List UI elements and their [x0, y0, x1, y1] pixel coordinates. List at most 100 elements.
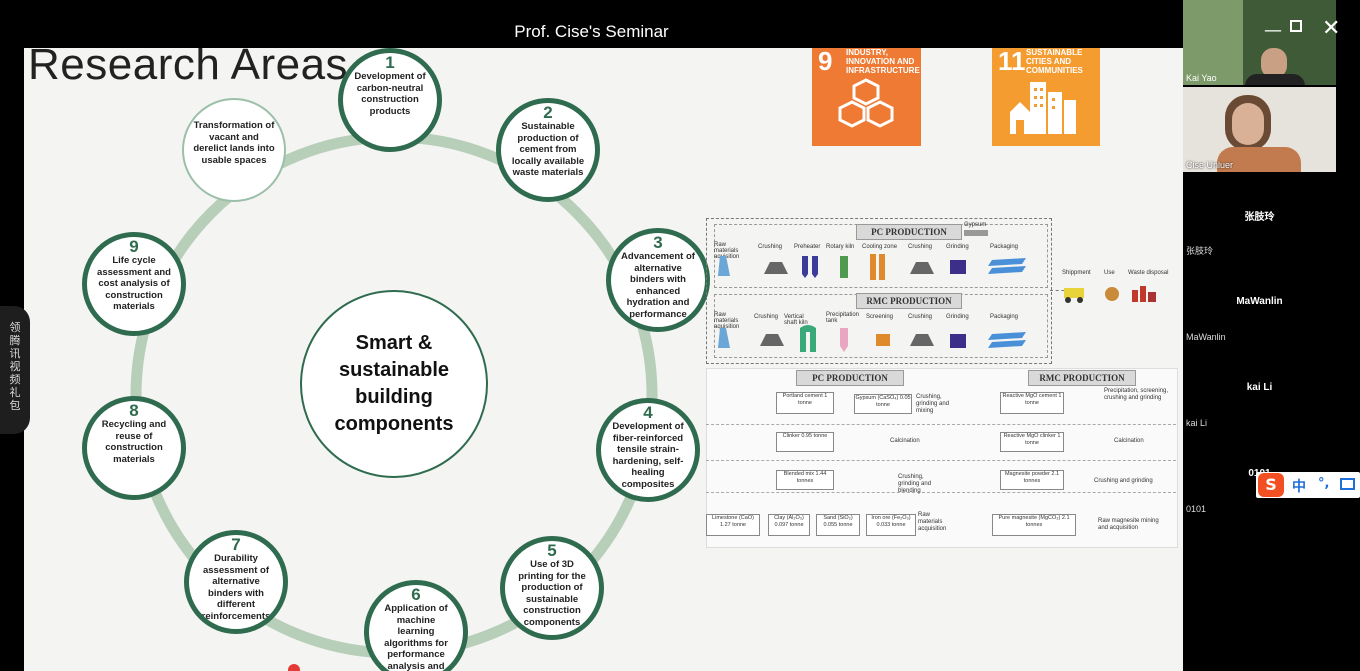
- video-background: [1243, 0, 1336, 85]
- ime-toolbar[interactable]: S 中 °,: [1256, 472, 1360, 498]
- research-area-1: 1 Development of carbon-neutral construc…: [338, 48, 442, 152]
- pc-step-label: Cooling zone: [862, 244, 898, 250]
- pc-stage-label: Calcination: [890, 438, 920, 444]
- lca-diagram: PC PRODUCTION RMC PRODUCTION Portland ce…: [706, 366, 1182, 550]
- participant-name: 0101: [1186, 504, 1207, 514]
- sdg-9-tile: 9 INDUSTRY, INNOVATION AND INFRASTRUCTUR…: [812, 48, 921, 146]
- shared-slide: Research Areas Smart & sustainable build…: [24, 48, 1183, 671]
- rmc-step-label: Packaging: [990, 314, 1019, 320]
- area-number: 4: [643, 403, 653, 422]
- research-area-4: 4 Development of fiber-reinforced tensil…: [596, 398, 700, 502]
- pc-step-label: Packaging: [990, 244, 1019, 250]
- ime-logo-icon[interactable]: S: [1258, 473, 1284, 497]
- keyboard-icon[interactable]: [1340, 478, 1355, 490]
- pc-step-label: Preheater: [794, 244, 821, 250]
- area-text: Application of machine learning algorith…: [384, 603, 448, 671]
- research-area-2: 2 Sustainable production of cement from …: [496, 98, 600, 202]
- flow-frame: [706, 218, 1052, 364]
- research-area-7: 7 Durability assessment of alternative b…: [184, 530, 288, 634]
- participant-tile[interactable]: MaWanlin MaWanlin: [1183, 284, 1336, 370]
- participant-display-name: 张肢玲: [1244, 212, 1275, 223]
- slide-title: Research Areas: [28, 48, 349, 89]
- restore-icon[interactable]: [1290, 20, 1302, 32]
- rmc-step-label: Raw materials aquisition: [714, 312, 740, 330]
- research-area-6: 6 Application of machine learning algori…: [364, 580, 468, 671]
- participant-display-name: MaWanlin: [1236, 296, 1283, 307]
- pc-raw-box: Iron ore (Fe₂O₃) 0.033 tonne: [866, 514, 916, 536]
- rmc-step-label: Grinding: [946, 314, 969, 320]
- area-text: Transformation of vacant and derelict la…: [193, 120, 275, 166]
- area-number: 9: [129, 237, 139, 256]
- flow-pc-title: PC PRODUCTION: [856, 224, 962, 240]
- area-text: Recycling and reuse of construction mate…: [101, 419, 167, 465]
- gypsum-icon: [964, 230, 988, 236]
- pc-gypsum-box: Gypsum (CaSO₄) 0.05 tonne: [854, 394, 912, 414]
- close-icon[interactable]: ✕: [1322, 16, 1341, 41]
- rmc-powder-box: Magnesite powder 2.1 tonnes: [1000, 470, 1064, 490]
- gypsum-label: Gypsum: [964, 222, 987, 228]
- cubes-icon: [838, 78, 894, 128]
- rmc-step-label: Precipitation tank: [826, 312, 860, 324]
- rmc-stage-label: Crushing and grinding: [1094, 478, 1153, 484]
- rmc-clinker-box: Reactive MgO clinker 1 tonne: [1000, 432, 1064, 452]
- flow-connector: [1050, 290, 1070, 291]
- area-number: 2: [543, 103, 553, 122]
- ime-punct-toggle[interactable]: °,: [1318, 476, 1330, 491]
- research-area-8: 8 Recycling and reuse of construction ma…: [82, 396, 186, 500]
- area-number: 7: [231, 535, 241, 554]
- pc-blended-box: Blended mix 1.44 tonnes: [776, 470, 834, 490]
- pc-process-icons: [718, 254, 1026, 280]
- video-background: [1183, 0, 1243, 85]
- center-circle: Smart & sustainable building components: [300, 290, 488, 478]
- person-body: [1217, 147, 1301, 172]
- participant-tile[interactable]: kai Li kai Li: [1183, 370, 1336, 456]
- city-buildings-icon: [1010, 82, 1076, 134]
- sdg-number: 11: [998, 48, 1026, 76]
- participant-name: Cise Unluer: [1186, 160, 1234, 170]
- lifecycle-end-icons: [1064, 286, 1156, 303]
- ime-mode-toggle[interactable]: 中: [1292, 479, 1306, 495]
- sdg-number: 9: [818, 48, 833, 76]
- video-tile-cise-unluer[interactable]: Cise Unluer: [1183, 87, 1336, 172]
- production-flow-diagram: PC PRODUCTION RMC PRODUCTION Gypsum Raw …: [706, 218, 1169, 366]
- video-tile-kai-yao[interactable]: Kai Yao: [1183, 0, 1336, 85]
- rmc-step-label: Vertical shaft kiln: [784, 314, 808, 326]
- area-text: Advancement of alternative binders with …: [621, 251, 695, 320]
- minimize-icon[interactable]: —: [1264, 20, 1282, 41]
- person-body: [1245, 74, 1305, 85]
- meeting-title: Prof. Cise's Seminar: [514, 22, 669, 41]
- participant-tile[interactable]: 张肢玲 张肢玲: [1183, 196, 1336, 282]
- person-face: [1261, 48, 1287, 78]
- participant-display-name: kai Li: [1246, 382, 1273, 393]
- rmc-stage-label: Calcination: [1114, 438, 1144, 444]
- pc-stage-label: Raw materials acquisition: [918, 512, 947, 532]
- research-area-3: 3 Advancement of alternative binders wit…: [606, 228, 710, 332]
- end-step-label: Use: [1104, 270, 1115, 276]
- person-face: [1232, 103, 1264, 145]
- rmc-step-label: Crushing: [908, 314, 933, 320]
- pc-step-label: Grinding: [946, 244, 969, 250]
- sdg-11-tile: 11 SUSTAINABLE CITIES AND COMMUNITIES: [992, 48, 1100, 146]
- area-number: 3: [653, 233, 663, 252]
- lca-divider: [706, 424, 1176, 425]
- flow-rmc-title: RMC PRODUCTION: [856, 293, 962, 309]
- rmc-cement-box: Reactive MgO cement 1 tonne: [1000, 392, 1064, 414]
- rmc-step-label: Screening: [866, 314, 894, 320]
- lca-divider: [706, 460, 1176, 461]
- sdg-text: INDUSTRY, INNOVATION AND INFRASTRUCTURE: [846, 48, 920, 75]
- sdg-text: SUSTAINABLE CITIES AND COMMUNITIES: [1026, 48, 1083, 75]
- center-text: Smart & sustainable building components: [334, 332, 454, 435]
- research-area-10: Transformation of vacant and derelict la…: [182, 98, 286, 202]
- area-text: Sustainable production of cement from lo…: [511, 121, 585, 178]
- end-step-label: Waste disposal: [1128, 270, 1169, 276]
- pc-stage-label: Crushing, grinding and blending: [898, 474, 932, 494]
- participant-name: MaWanlin: [1186, 332, 1226, 342]
- pc-step-label: Raw materials aquisition: [714, 242, 740, 260]
- side-promo-tab[interactable]: 领腾讯视频礼包: [0, 306, 30, 434]
- pointer-dot: [288, 664, 300, 671]
- participant-name: Kai Yao: [1186, 73, 1217, 83]
- pc-raw-box: Sand (SiO₂) 0.055 tonne: [816, 514, 860, 536]
- rmc-raw-box: Pure magnesite (MgCO₃) 2.1 tonnes: [992, 514, 1076, 536]
- research-area-9: 9 Life cycle assessment and cost analysi…: [82, 232, 186, 336]
- pc-raw-box: Limestone (CaO) 1.27 tonne: [706, 514, 760, 536]
